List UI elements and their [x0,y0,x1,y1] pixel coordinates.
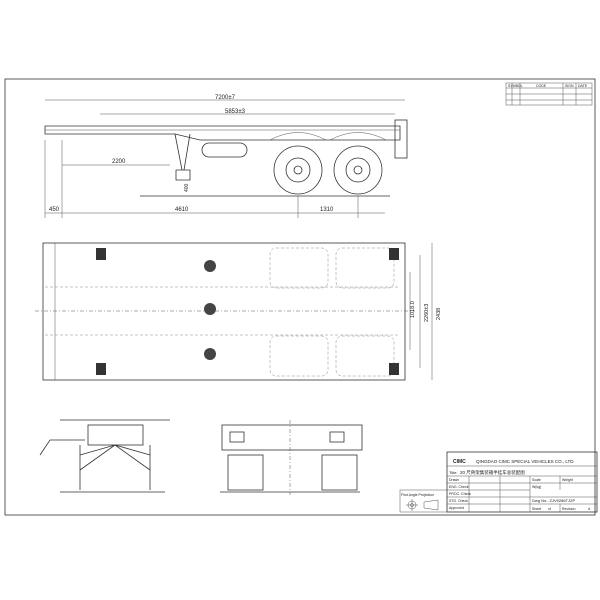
side-view: 7200±7 5853±3 2200 400 450 4610 1310 [44,95,408,218]
revision-value: A [588,507,591,511]
weight-unit: W(kg) [532,485,541,489]
dim-axle-position: 4610 [175,207,189,213]
header-code: CODE [536,84,547,88]
top-view: 1018.0 2260±3 2438 [35,242,442,381]
sheet-label: Sheet [532,507,541,511]
dim-axle-spacing: 1310 [320,207,334,213]
wheel [333,145,383,195]
drawn-label: Drawn [449,478,459,482]
std-check-label: STD. Check [449,499,468,503]
dim-kingpin: 2200 [112,159,126,165]
first-angle-projection-icon [406,499,439,511]
drawing-number: Dwg No.: ZJV9286TJZP [532,498,575,503]
header-sign: SIGN [565,84,574,88]
approved-label: Approved [449,506,464,510]
front-view [39,419,170,493]
dim-twistlock: 2260±3 [424,304,430,322]
drawing-title: 20 尺骨架集装箱半挂车总装配图 [460,469,525,476]
revision-label: Revision [562,507,575,511]
drawing-border [4,78,596,516]
header-symbol: SYMBOL [508,84,523,88]
title-label: Title: [449,470,458,475]
scale-label: Scale [532,478,541,482]
dim-front: 450 [49,207,60,213]
of-label: of [548,507,551,511]
dim-overall-length: 7200±7 [215,95,236,101]
cimc-logo: CIMC [453,459,466,465]
company-name: QINGDAO CIMC SPECIAL VEHICLES CO., LTD. [476,459,575,464]
title-block: CIMC QINGDAO CIMC SPECIAL VEHICLES CO., … [399,451,598,513]
dim-deck-length: 5853±3 [225,109,246,115]
header-date: DATE [578,84,588,88]
proc-check-label: PROC. Check [449,492,471,496]
dim-inner: 1018.0 [410,301,416,318]
weight-label: Weight [562,478,573,482]
projection-label: First Angle Projection [401,493,434,497]
spare-tire [201,142,248,158]
dim-leg: 400 [184,183,190,192]
revision-table: SYMBOL CODE SIGN DATE [505,82,593,106]
twistlock [96,248,106,260]
landing-gear [174,133,191,181]
wheel [273,145,323,195]
dim-width: 2438 [436,308,442,320]
rear-view [220,420,363,495]
eng-check-label: ENG. Check [449,485,469,489]
